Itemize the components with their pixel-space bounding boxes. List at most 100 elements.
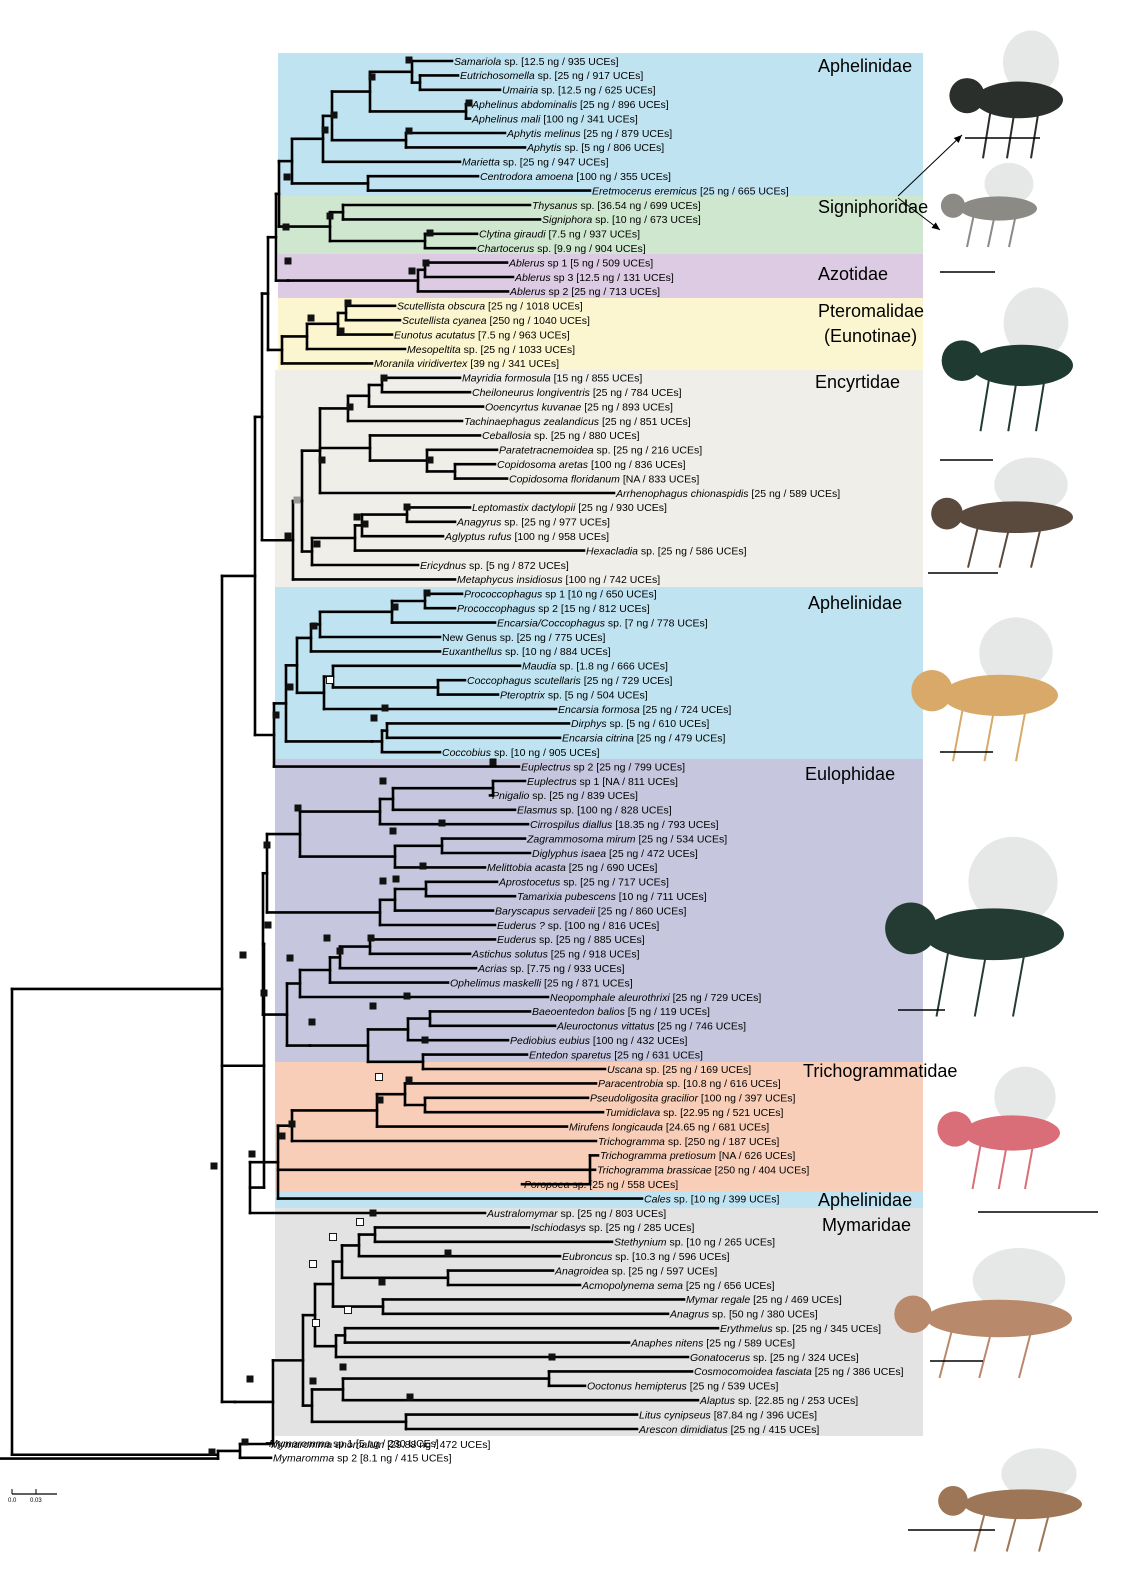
specimen-photo: [941, 163, 1037, 247]
taxon-label: Arrhenophagus chionaspidis [25 ng / 589 …: [615, 488, 840, 500]
taxon-label: Prococcophagus sp 2 [15 ng / 812 UCEs]: [457, 603, 650, 615]
support-marker: [308, 315, 315, 322]
taxon-label: Maudia sp. [1.8 ng / 666 UCEs]: [522, 661, 668, 673]
taxon-label: Trichogramma sp. [250 ng / 187 UCEs]: [598, 1136, 779, 1148]
family-label: Aphelinidae: [818, 56, 912, 76]
support-marker: [406, 57, 413, 64]
support-marker: [285, 533, 292, 540]
support-marker: [370, 1210, 377, 1217]
support-marker: [445, 1250, 452, 1257]
taxon-label: Pteroptrix sp. [5 ng / 504 UCEs]: [500, 689, 648, 701]
support-marker: [369, 74, 376, 81]
taxon-label: Aleuroctonus vittatus [25 ng / 746 UCEs]: [556, 1021, 746, 1033]
taxon-label: Tumidiclava sp. [22.95 ng / 521 UCEs]: [605, 1107, 783, 1119]
support-marker: [549, 1354, 556, 1361]
support-marker: [283, 224, 290, 231]
support-marker: [407, 1394, 414, 1401]
taxon-label: Anaphes nitens [25 ng / 589 UCEs]: [630, 1337, 795, 1349]
taxon-label: Gonatocerus sp. [25 ng / 324 UCEs]: [690, 1352, 859, 1364]
taxon-label: Mymaromma anomalum [29.88 ng / 472 UCEs]: [271, 1439, 491, 1451]
taxon-label: Eubroncus sp. [10.3 ng / 596 UCEs]: [562, 1251, 730, 1263]
support-marker: [490, 759, 497, 766]
specimen-photo: [942, 287, 1073, 431]
taxon-label: Marietta sp. [25 ng / 947 UCEs]: [462, 157, 609, 169]
support-marker: [345, 300, 352, 307]
support-marker: [381, 375, 388, 382]
family-label: Aphelinidae: [818, 1190, 912, 1210]
taxon-label: Cheiloneurus longiventris [25 ng / 784 U…: [472, 387, 682, 399]
family-label: Encyrtidae: [815, 372, 900, 392]
taxon-label: Encarsia/Coccophagus sp. [7 ng / 778 UCE…: [497, 617, 708, 629]
taxon-label: Paratetracnemoidea sp. [25 ng / 216 UCEs…: [499, 445, 702, 457]
taxon-label: Prococcophagus sp 1 [10 ng / 650 UCEs]: [464, 589, 657, 601]
support-marker: [287, 955, 294, 962]
taxon-label: Tachinaephagus zealandicus [25 ng / 851 …: [464, 416, 691, 428]
support-marker: [310, 1261, 317, 1268]
support-marker: [377, 1097, 384, 1104]
taxon-label: Aglyptus rufus [100 ng / 958 UCEs]: [444, 531, 609, 543]
family-label: Pteromalidae: [818, 301, 924, 321]
taxon-label: Entedon sparetus [25 ng / 631 UCEs]: [529, 1049, 703, 1061]
taxon-label: Pnigalio sp. [25 ng / 839 UCEs]: [492, 790, 638, 802]
taxon-label: Erythmelus sp. [25 ng / 345 UCEs]: [720, 1323, 881, 1335]
support-marker: [289, 1121, 296, 1128]
taxon-label: Coccophagus scutellaris [25 ng / 729 UCE…: [467, 675, 673, 687]
support-marker: [382, 705, 389, 712]
taxon-label: Uscana sp. [25 ng / 169 UCEs]: [607, 1064, 751, 1076]
support-marker: [422, 1037, 429, 1044]
taxon-label: New Genus sp. [25 ng / 775 UCEs]: [442, 632, 605, 644]
support-marker: [423, 260, 430, 267]
taxon-label: Pseudoligosita gracilior [100 ng / 397 U…: [590, 1093, 796, 1105]
taxon-label: Copidosoma aretas [100 ng / 836 UCEs]: [497, 459, 686, 471]
taxon-label: Euxanthellus sp. [10 ng / 884 UCEs]: [442, 646, 611, 658]
taxon-label: Anagroidea sp. [25 ng / 597 UCEs]: [554, 1265, 717, 1277]
support-marker: [340, 1364, 347, 1371]
taxon-label: Paracentrobia sp. [10.8 ng / 616 UCEs]: [598, 1078, 781, 1090]
support-marker: [354, 514, 361, 521]
support-marker: [284, 174, 291, 181]
support-marker: [345, 1307, 352, 1314]
support-marker: [295, 805, 302, 812]
support-marker: [409, 268, 416, 275]
taxon-label: Ooencyrtus kuvanae [25 ng / 893 UCEs]: [485, 401, 673, 413]
taxon-label: Ooctonus hemipterus [25 ng / 539 UCEs]: [587, 1381, 779, 1393]
taxon-label: Aprostocetus sp. [25 ng / 717 UCEs]: [498, 877, 669, 889]
support-marker: [406, 128, 413, 135]
taxon-label: Metaphycus insidiosus [100 ng / 742 UCEs…: [457, 574, 660, 586]
support-marker: [406, 1077, 413, 1084]
taxon-label: Anagrus sp. [50 ng / 380 UCEs]: [669, 1309, 818, 1321]
support-marker: [371, 715, 378, 722]
taxon-label: Cales sp. [10 ng / 399 UCEs]: [644, 1193, 780, 1205]
taxon-label: Aphytis sp. [5 ng / 806 UCEs]: [526, 142, 664, 154]
taxon-label: Acmopolynema sema [25 ng / 656 UCEs]: [581, 1280, 775, 1292]
support-marker: [392, 604, 399, 611]
support-marker: [261, 990, 268, 997]
taxon-label: Leptomastix dactylopii [25 ng / 930 UCEs…: [472, 502, 667, 514]
support-marker: [310, 1378, 317, 1385]
taxon-label: Encarsia citrina [25 ng / 479 UCEs]: [562, 733, 725, 745]
taxon-label: Diglyphus isaea [25 ng / 472 UCEs]: [532, 848, 698, 860]
support-marker: [287, 684, 294, 691]
taxon-label: Cosmocomoidea fasciata [25 ng / 386 UCEs…: [694, 1366, 904, 1378]
taxon-label: Ericydnus sp. [5 ng / 872 UCEs]: [420, 560, 569, 572]
taxon-label: Mymar regale [25 ng / 469 UCEs]: [686, 1294, 842, 1306]
taxon-label: Euderus sp. [25 ng / 885 UCEs]: [497, 934, 645, 946]
support-marker: [420, 863, 427, 870]
support-marker: [390, 828, 397, 835]
support-marker: [322, 127, 329, 134]
taxon-label: Zagrammosoma mirum [25 ng / 534 UCEs]: [526, 833, 727, 845]
taxon-label: Melittobia acasta [25 ng / 690 UCEs]: [487, 862, 658, 874]
support-marker: [209, 1449, 216, 1456]
taxon-label: Acrias sp. [7.75 ng / 933 UCEs]: [477, 963, 625, 975]
family-label: Azotidae: [818, 264, 888, 284]
taxon-label: Copidosoma floridanum [NA / 833 UCEs]: [509, 473, 699, 485]
taxon-label: Coccobius sp. [10 ng / 905 UCEs]: [442, 747, 600, 759]
taxon-label: Astichus solutus [25 ng / 918 UCEs]: [471, 949, 640, 961]
taxon-label: Elasmus sp. [100 ng / 828 UCEs]: [517, 805, 672, 817]
taxon-label: Scutellista obscura [25 ng / 1018 UCEs]: [397, 301, 583, 313]
support-marker: [265, 922, 272, 929]
taxon-label: Baeoentedon balios [5 ng / 119 UCEs]: [532, 1006, 710, 1018]
taxon-label: Cirrospilus diallus [18.35 ng / 793 UCEs…: [530, 819, 719, 831]
taxon-label: Euplectrus sp 2 [25 ng / 799 UCEs]: [521, 761, 685, 773]
